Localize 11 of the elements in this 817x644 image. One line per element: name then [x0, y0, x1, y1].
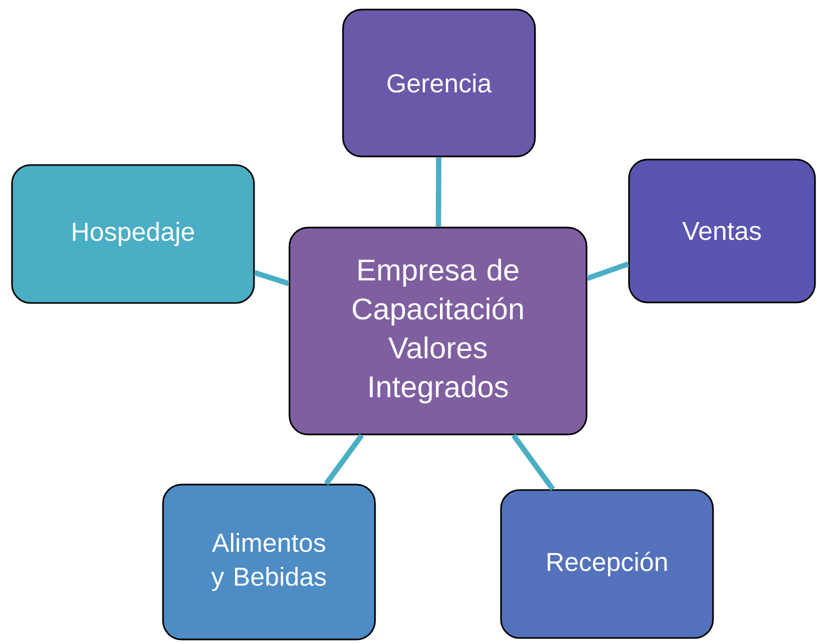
- connector-line: [436, 157, 442, 227]
- department-box: Alimentos y Bebidas: [162, 484, 376, 640]
- department-box: Gerencia: [342, 8, 536, 158]
- department-box: Ventas: [628, 158, 816, 304]
- department-box: Recepción: [500, 489, 714, 639]
- connector-line: [254, 270, 290, 286]
- connector-line: [586, 261, 630, 281]
- connector-line: [324, 434, 364, 486]
- central-box: Empresa de Capacitación Valores Integrados: [288, 226, 588, 436]
- department-box: Hospedaje: [11, 164, 255, 304]
- connector-line: [511, 434, 555, 491]
